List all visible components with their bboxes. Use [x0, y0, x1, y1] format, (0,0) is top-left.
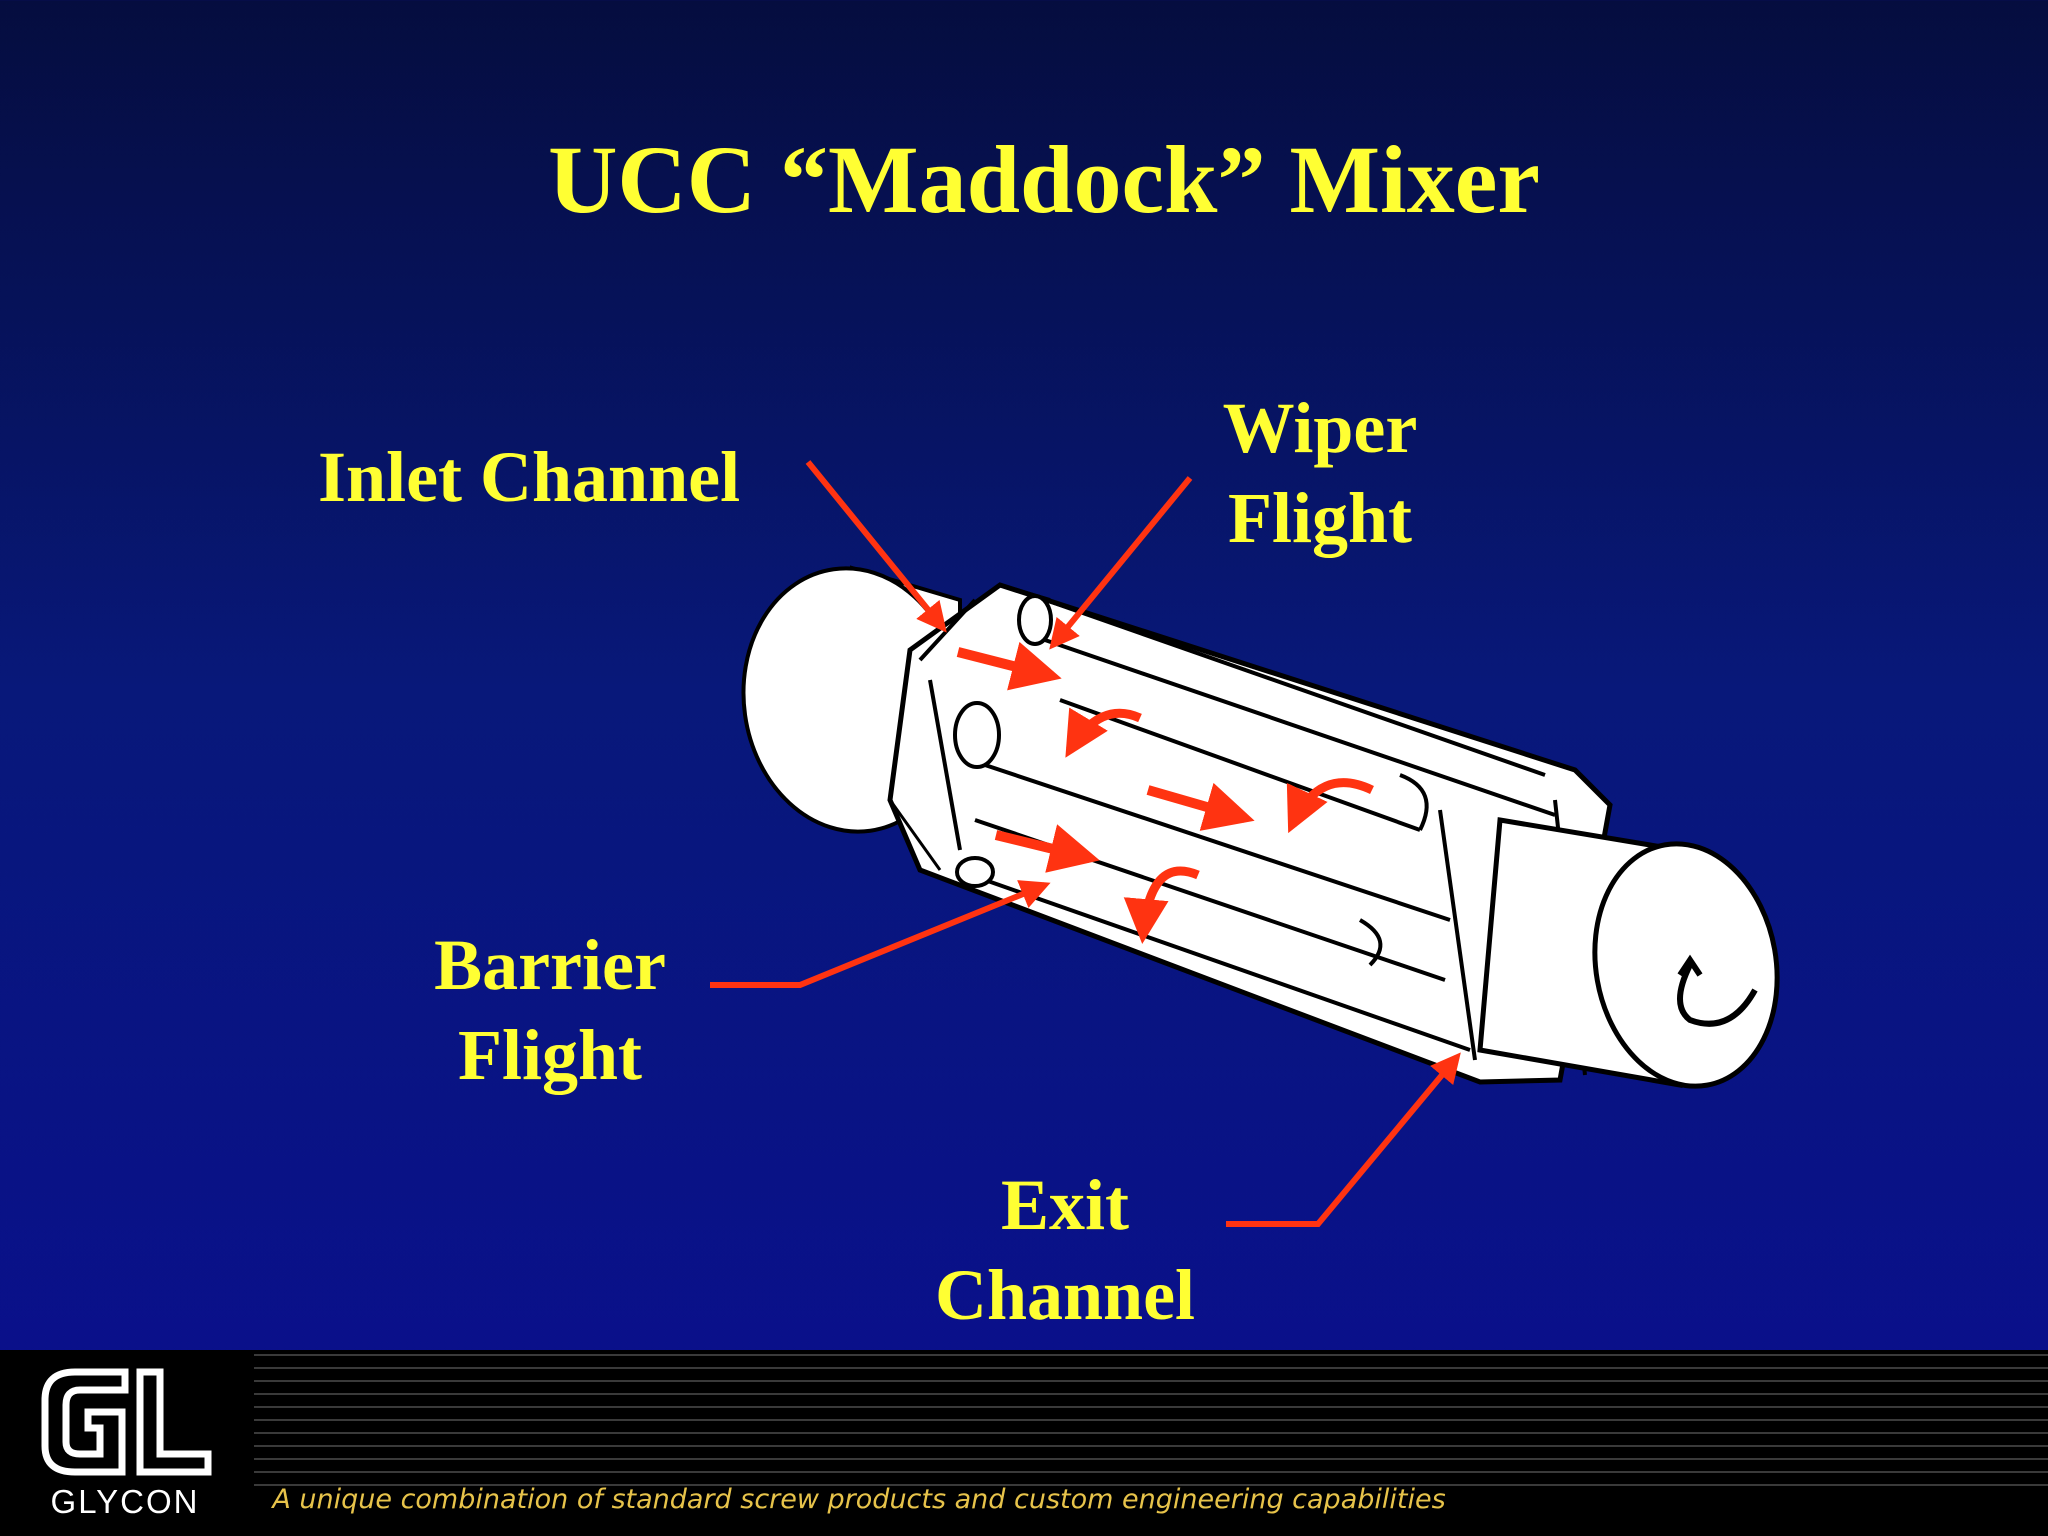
- flow-arrow: [956, 641, 1062, 691]
- barrier-flight-line2: Flight: [457, 1015, 642, 1095]
- glycon-logo-icon: [41, 1368, 212, 1476]
- flow-arrow: [994, 824, 1100, 873]
- flow-arrows: [956, 641, 1374, 944]
- footer-bar: GLYCON A unique combination of standard …: [0, 1350, 2048, 1536]
- swirl-arrow: [1123, 866, 1200, 944]
- wiper-flight-line1: Wiper: [1222, 388, 1418, 468]
- exit-channel-line1: Exit: [1000, 1165, 1129, 1245]
- barrier-flight-label: Barrier Flight: [410, 920, 690, 1100]
- flow-arrow: [1146, 782, 1255, 831]
- right-shaft-end: [1477, 817, 1780, 1089]
- exit-channel-line2: Channel: [934, 1255, 1196, 1335]
- barrier-flight-line1: Barrier: [434, 925, 666, 1005]
- wiper-flight-label: Wiper Flight: [1190, 383, 1450, 563]
- footer-stripes: [254, 1354, 2048, 1494]
- inlet-channel-text: Inlet Channel: [318, 437, 741, 517]
- swirl-arrow: [1286, 778, 1374, 834]
- slide-title: UCC “Maddock” Mixer: [548, 126, 1540, 233]
- rotation-arrow-icon: [1677, 963, 1758, 1027]
- wiper-leader: [1049, 476, 1193, 650]
- exit-channel-label: Exit Channel: [900, 1160, 1230, 1340]
- barrier-leader: [710, 880, 1051, 988]
- footer-tagline: A unique combination of standard screw p…: [272, 1484, 1446, 1515]
- inlet-channel-label: Inlet Channel: [318, 432, 740, 522]
- inlet-leader: [805, 460, 947, 633]
- glycon-logo: GLYCON: [0, 1350, 250, 1536]
- wiper-flight-line2: Flight: [1227, 478, 1412, 558]
- swirl-arrow: [1065, 707, 1142, 758]
- exit-leader: [1226, 1052, 1461, 1227]
- glycon-logo-text: GLYCON: [50, 1483, 200, 1520]
- callout-leaders: [710, 460, 1461, 1227]
